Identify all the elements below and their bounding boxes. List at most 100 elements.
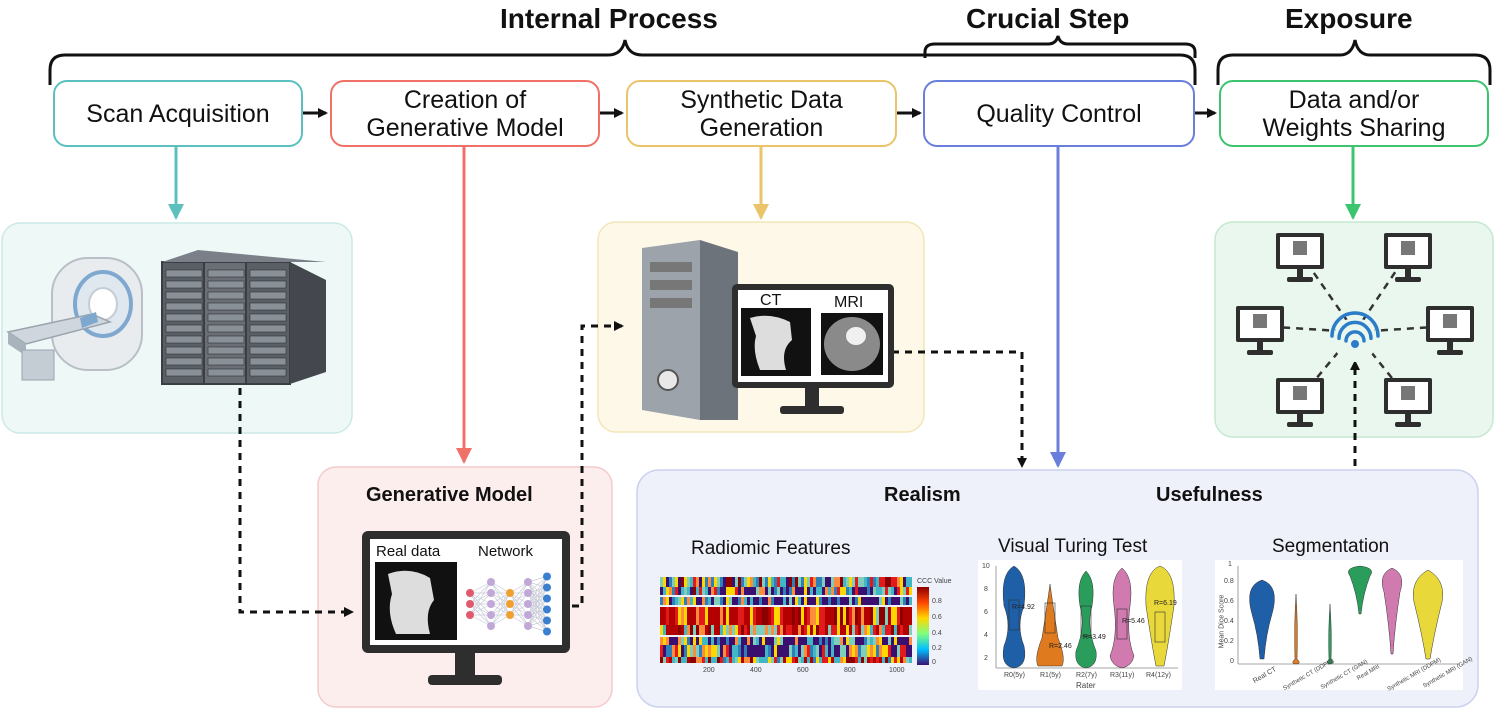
server-slot — [165, 269, 203, 278]
heatmap-cell — [744, 625, 747, 635]
heatmap-cell — [879, 625, 882, 635]
heatmap-cell — [780, 597, 783, 605]
heatmap-cell — [864, 587, 867, 595]
seg-y-tick: 0.8 — [1224, 578, 1234, 585]
heatmap-cell — [705, 597, 708, 605]
heatmap-cell — [702, 577, 705, 587]
heatmap-cell — [837, 587, 840, 595]
heatmap-cell — [714, 587, 717, 595]
heatmap-cell — [690, 645, 693, 657]
heatmap-cell — [666, 637, 669, 645]
heatmap-cell — [696, 587, 699, 595]
heatmap-cell — [843, 645, 846, 657]
heatmap-cell — [822, 657, 825, 663]
heatmap-cell — [768, 587, 771, 595]
heatmap-cell — [789, 597, 792, 605]
stage-data-weights-sharing: Data and/or Weights Sharing — [1219, 80, 1489, 147]
heatmap-cell — [732, 577, 735, 587]
heatmap-cell — [861, 645, 864, 657]
heatmap-cell — [888, 657, 891, 663]
network-monitor-stand — [1405, 414, 1411, 422]
heatmap-cell — [681, 577, 684, 587]
stage-label: Creation of Generative Model — [366, 85, 564, 142]
heatmap-cell — [684, 577, 687, 587]
heatmap-cell — [696, 645, 699, 657]
heatmap-cell — [756, 637, 759, 645]
turing-violin — [1075, 570, 1097, 669]
heatmap-cell — [855, 587, 858, 595]
heatmap-cell — [873, 597, 876, 605]
heatmap-cell — [675, 657, 678, 663]
ct-label: CT — [760, 292, 782, 309]
heatmap-cell — [852, 587, 855, 595]
heatmap-cell — [813, 607, 816, 625]
heatmap-cell — [663, 577, 666, 587]
heatmap-cell — [855, 625, 858, 635]
heatmap-cell — [711, 597, 714, 605]
turing-x-tick: R0(5y) — [1004, 672, 1026, 679]
heatmap-cell — [741, 577, 744, 587]
heatmap-cell — [861, 657, 864, 663]
network-monitor-base — [1395, 422, 1421, 427]
heatmap-cell — [816, 607, 819, 625]
heatmap-cell — [825, 587, 828, 595]
heatmap-cell — [813, 587, 816, 595]
heatmap-cell — [681, 657, 684, 663]
heatmap-cell — [741, 645, 744, 657]
heatmap-cell — [828, 657, 831, 663]
turing-x-tick: R3(11y) — [1110, 672, 1135, 679]
heatmap-cell — [831, 657, 834, 663]
heatmap-cell — [774, 637, 777, 645]
heatmap-cell — [900, 625, 903, 635]
heatmap-cell — [903, 637, 906, 645]
heatmap-cell — [816, 587, 819, 595]
nn-node — [524, 622, 532, 630]
nn-edge — [527, 576, 548, 616]
nn-node — [543, 583, 551, 592]
heatmap-cell — [876, 637, 879, 645]
heatmap-cell — [849, 637, 852, 645]
heatmap-cell — [714, 625, 717, 635]
heatmap-cell — [729, 587, 732, 595]
heatmap-cell — [810, 645, 813, 657]
heatmap-cell — [810, 597, 813, 605]
heatmap-cell — [852, 637, 855, 645]
heatmap-cell — [891, 657, 894, 663]
heatmap-cell — [783, 577, 786, 587]
nn-edge — [527, 587, 548, 627]
heatmap-cell — [789, 577, 792, 587]
heatmap-cell — [885, 587, 888, 595]
server-slot — [207, 269, 245, 278]
heatmap-cell — [699, 657, 702, 663]
heatmap-x-tick: 200 — [703, 667, 715, 674]
heatmap-cell — [708, 577, 711, 587]
nn-node — [543, 616, 551, 625]
heatmap-cell — [909, 597, 912, 605]
heatmap-cell — [678, 597, 681, 605]
heatmap-cell — [834, 587, 837, 595]
heatmap-cell — [879, 577, 882, 587]
heatmap-cell — [855, 607, 858, 625]
heatmap-cell — [726, 607, 729, 625]
network-monitor-stand — [1447, 342, 1453, 350]
heatmap-cell — [693, 597, 696, 605]
heatmap-cell — [906, 577, 909, 587]
heatmap-cell — [837, 607, 840, 625]
heatmap-cell — [666, 625, 669, 635]
heatmap-cell — [861, 637, 864, 645]
heatmap-cell — [834, 597, 837, 605]
heatmap-cell — [714, 637, 717, 645]
heatmap-cell — [849, 645, 852, 657]
heatmap-cell — [675, 637, 678, 645]
heatmap-cell — [798, 637, 801, 645]
network-monitor-thumb — [1443, 314, 1457, 328]
heatmap-cell — [705, 577, 708, 587]
heatmap-cell — [708, 587, 711, 595]
stage-synthetic-data-generation: Synthetic Data Generation — [626, 80, 897, 147]
heatmap-cell — [852, 645, 855, 657]
nn-node — [506, 589, 514, 597]
heatmap-cell — [756, 577, 759, 587]
heatmap-cell — [822, 637, 825, 645]
heatmap-cell — [738, 597, 741, 605]
heatmap-cell — [882, 587, 885, 595]
